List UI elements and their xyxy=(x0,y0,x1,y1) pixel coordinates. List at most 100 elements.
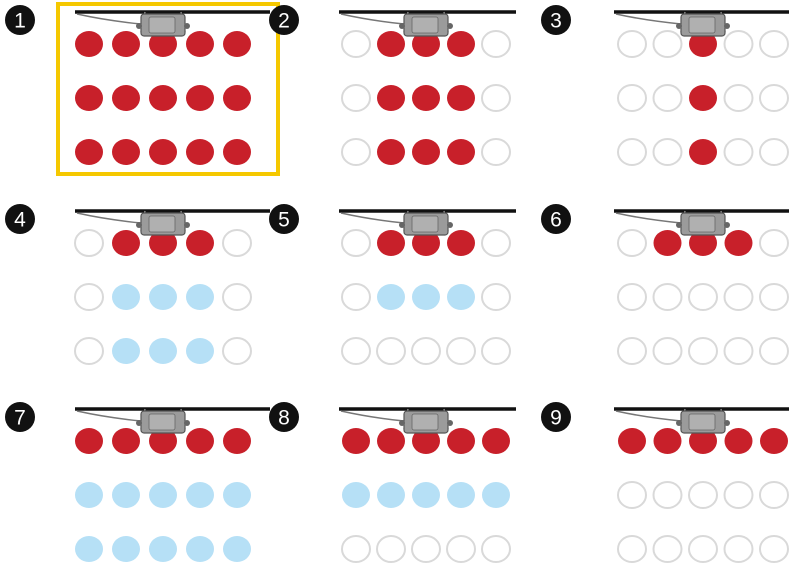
step-badge: 1 xyxy=(5,5,35,35)
led-dim xyxy=(412,284,440,310)
led-off xyxy=(75,284,103,310)
panel-2: 2 xyxy=(269,5,516,165)
led-off xyxy=(618,85,646,111)
led-on xyxy=(186,428,214,454)
step-number: 9 xyxy=(550,407,562,430)
step-number: 2 xyxy=(278,10,290,33)
step-badge: 5 xyxy=(269,204,299,234)
led-off xyxy=(342,536,370,562)
led-on xyxy=(75,85,103,111)
led-on xyxy=(725,428,753,454)
led-on xyxy=(447,139,475,165)
led-dim xyxy=(75,536,103,562)
led-off xyxy=(654,338,682,364)
led-dim xyxy=(223,536,251,562)
panel-8: 8 xyxy=(269,402,516,562)
step-badge: 7 xyxy=(5,402,35,432)
step-badge: 3 xyxy=(541,5,571,35)
led-off xyxy=(447,338,475,364)
led-off xyxy=(412,338,440,364)
step-badge: 9 xyxy=(541,402,571,432)
led-off xyxy=(725,338,753,364)
led-on xyxy=(654,428,682,454)
led-on xyxy=(149,139,177,165)
led-on xyxy=(412,85,440,111)
led-off xyxy=(377,338,405,364)
led-dim xyxy=(377,284,405,310)
led-on xyxy=(223,85,251,111)
led-on xyxy=(112,428,140,454)
led-on xyxy=(149,85,177,111)
led-off xyxy=(654,31,682,57)
led-off xyxy=(725,482,753,508)
led-on xyxy=(186,85,214,111)
led-off xyxy=(689,536,717,562)
step-badge: 2 xyxy=(269,5,299,35)
led-off xyxy=(223,284,251,310)
led-off xyxy=(689,482,717,508)
step-number: 4 xyxy=(14,209,26,232)
step-badge: 4 xyxy=(5,204,35,234)
led-on xyxy=(447,428,475,454)
led-dim xyxy=(112,536,140,562)
led-off xyxy=(654,284,682,310)
led-off xyxy=(377,536,405,562)
led-on xyxy=(186,230,214,256)
panel-6: 6 xyxy=(541,204,789,364)
led-off xyxy=(482,31,510,57)
step-number: 7 xyxy=(14,407,26,430)
led-off xyxy=(482,284,510,310)
led-on xyxy=(377,230,405,256)
led-off xyxy=(760,230,788,256)
led-on xyxy=(618,428,646,454)
led-off xyxy=(760,482,788,508)
led-off xyxy=(760,31,788,57)
led-off xyxy=(725,139,753,165)
step-number: 6 xyxy=(550,209,562,232)
led-off xyxy=(482,338,510,364)
led-off xyxy=(760,338,788,364)
led-off xyxy=(75,230,103,256)
led-on xyxy=(377,31,405,57)
led-off xyxy=(342,139,370,165)
led-dim xyxy=(75,482,103,508)
led-on xyxy=(447,85,475,111)
led-off xyxy=(75,338,103,364)
led-off xyxy=(689,284,717,310)
led-on xyxy=(223,139,251,165)
led-off xyxy=(725,85,753,111)
led-on xyxy=(482,428,510,454)
led-on xyxy=(342,428,370,454)
led-off xyxy=(760,536,788,562)
led-dim xyxy=(412,482,440,508)
step-number: 3 xyxy=(550,10,562,33)
led-dim xyxy=(186,482,214,508)
led-on xyxy=(112,85,140,111)
led-on xyxy=(75,139,103,165)
led-off xyxy=(618,284,646,310)
led-on xyxy=(112,139,140,165)
led-on xyxy=(112,31,140,57)
led-on xyxy=(223,31,251,57)
led-dim xyxy=(186,338,214,364)
led-off xyxy=(447,536,475,562)
panel-5: 5 xyxy=(269,204,516,364)
led-dim xyxy=(149,536,177,562)
led-off xyxy=(223,338,251,364)
panel-4: 4 xyxy=(5,204,270,364)
led-dim xyxy=(223,482,251,508)
led-on xyxy=(112,230,140,256)
led-on xyxy=(447,31,475,57)
led-on xyxy=(377,85,405,111)
led-off xyxy=(654,536,682,562)
led-on xyxy=(186,31,214,57)
led-off xyxy=(760,284,788,310)
led-off xyxy=(342,230,370,256)
led-off xyxy=(482,85,510,111)
led-dim xyxy=(377,482,405,508)
led-off xyxy=(342,85,370,111)
led-off xyxy=(342,338,370,364)
led-on xyxy=(75,428,103,454)
led-dim xyxy=(447,284,475,310)
